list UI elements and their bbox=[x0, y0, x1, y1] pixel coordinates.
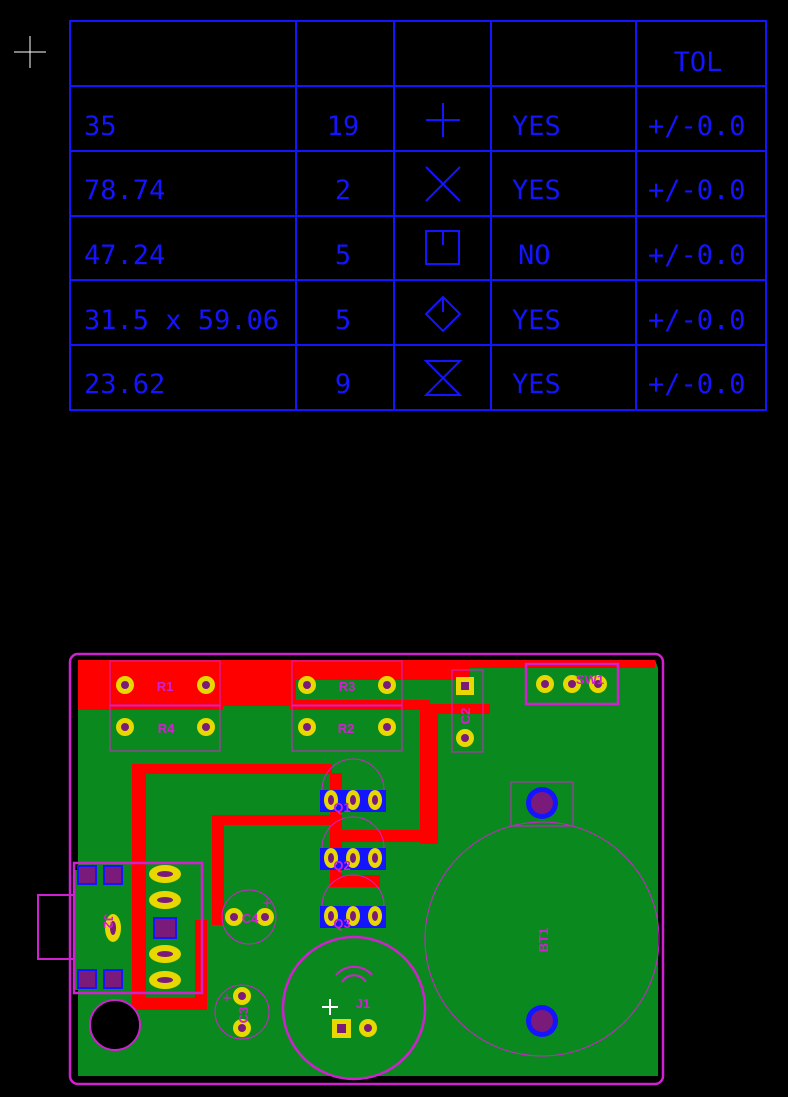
row-plated: NO bbox=[518, 240, 551, 271]
label-bt1: BT1 bbox=[536, 928, 551, 953]
hourglass-icon bbox=[423, 360, 463, 396]
row-tol: +/-0.0 bbox=[648, 240, 746, 271]
row-plated: YES bbox=[512, 369, 561, 400]
row-count: 5 bbox=[335, 305, 351, 336]
drill-table-rows: 35 19 YES +/-0.0 78.74 2 YES +/-0.0 47.2… bbox=[84, 103, 746, 400]
transistor-q3: Q3 bbox=[320, 874, 386, 931]
capacitor-c3: + C3 bbox=[214, 984, 270, 1040]
row-size: 78.74 bbox=[84, 175, 165, 206]
row-tol: +/-0.0 bbox=[648, 305, 746, 336]
row-count: 9 bbox=[335, 369, 351, 400]
header-tol: TOL bbox=[674, 47, 723, 78]
transistor-q1: Q1 bbox=[320, 758, 386, 815]
crosshair-cursor-icon bbox=[14, 36, 46, 68]
battery-bt1: BT1 bbox=[424, 781, 660, 1057]
drill-table-header: TOL bbox=[674, 47, 723, 78]
row-count: 2 bbox=[335, 175, 351, 206]
plus-icon bbox=[426, 103, 460, 137]
label-q1: Q1 bbox=[333, 800, 350, 815]
row-tol: +/-0.0 bbox=[648, 111, 746, 142]
connector-j2: J2 bbox=[72, 861, 204, 995]
label-q2: Q2 bbox=[333, 858, 350, 873]
row-count: 19 bbox=[327, 111, 360, 142]
transistor-q2: Q2 bbox=[320, 816, 386, 873]
board-outline bbox=[68, 652, 665, 1086]
row-size: 23.62 bbox=[84, 369, 165, 400]
label-j2: J2 bbox=[101, 914, 116, 928]
row-tol: +/-0.0 bbox=[648, 175, 746, 206]
capacitor-c2: C2 bbox=[451, 669, 484, 753]
square-tick-icon bbox=[425, 230, 460, 265]
label-r4: R4 bbox=[158, 721, 175, 736]
row-count: 5 bbox=[335, 240, 351, 271]
label-j1: J1 bbox=[356, 996, 370, 1011]
row-tol: +/-0.0 bbox=[648, 369, 746, 400]
label-c4: C4 bbox=[242, 911, 259, 926]
cross-icon bbox=[425, 166, 461, 202]
label-c3: C3 bbox=[236, 1007, 251, 1024]
label-q3: Q3 bbox=[333, 916, 350, 931]
row-plated: YES bbox=[512, 175, 561, 206]
label-sw1: SW1 bbox=[576, 672, 604, 687]
label-r3: R3 bbox=[339, 679, 356, 694]
label-r1: R1 bbox=[157, 679, 174, 694]
resistor-r4: R4 bbox=[109, 705, 221, 752]
label-r2: R2 bbox=[338, 721, 355, 736]
diamond-tick-icon bbox=[424, 295, 462, 333]
svg-text:+: + bbox=[222, 991, 232, 1005]
drill-table bbox=[69, 20, 767, 411]
resistor-r1: R1 bbox=[109, 660, 221, 706]
row-plated: YES bbox=[512, 305, 561, 336]
row-size: 47.24 bbox=[84, 240, 165, 271]
row-size: 31.5 x 59.06 bbox=[84, 305, 279, 336]
row-size: 35 bbox=[84, 111, 117, 142]
connector-outline bbox=[37, 894, 75, 960]
buzzer-j1: J1 bbox=[281, 935, 427, 1081]
switch-sw1: SW1 bbox=[524, 662, 620, 706]
pcb-board: J2 R1 R4 bbox=[37, 652, 665, 1086]
resistor-r3: R3 bbox=[291, 660, 403, 706]
mounting-hole bbox=[89, 999, 141, 1051]
label-c2: C2 bbox=[458, 708, 473, 725]
svg-text:+: + bbox=[262, 896, 272, 910]
capacitor-c4: + C4 bbox=[221, 889, 277, 945]
row-plated: YES bbox=[512, 111, 561, 142]
resistor-r2: R2 bbox=[291, 705, 403, 752]
